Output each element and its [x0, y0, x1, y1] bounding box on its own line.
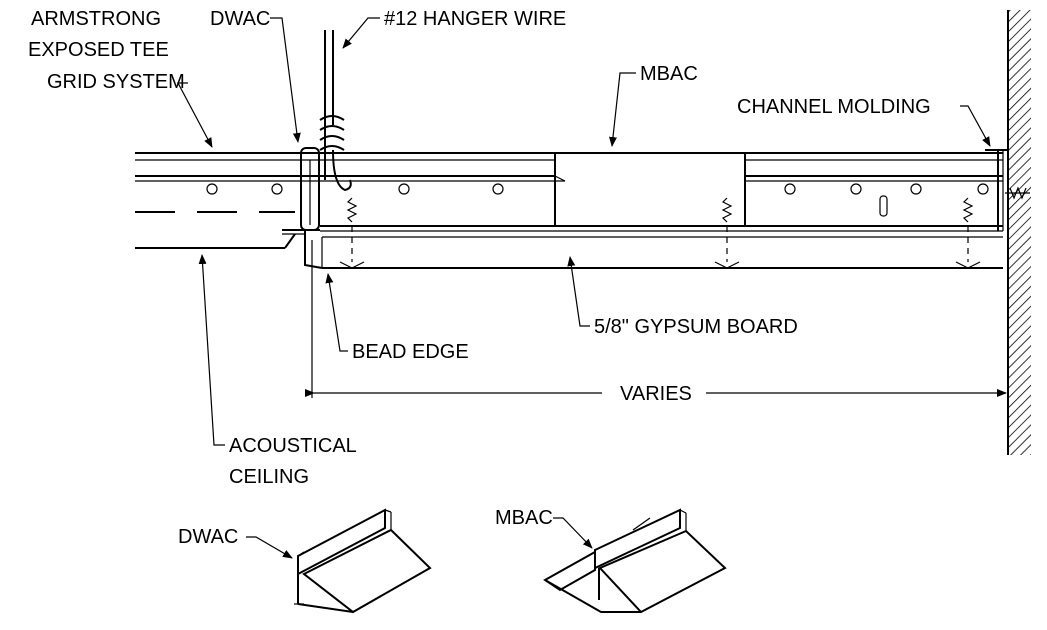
main-tee-grid — [135, 152, 1003, 232]
label-hanger-wire: #12 HANGER WIRE — [384, 8, 566, 30]
channel-molding — [985, 149, 1030, 231]
dwac-member — [282, 147, 323, 269]
leader-lines — [177, 17, 991, 446]
gypsum-board — [321, 236, 1003, 269]
label-acoustical-line1: ACOUSTICAL — [229, 435, 357, 457]
label-acoustical-line2: CEILING — [229, 466, 309, 488]
label-detail-dwac: DWAC — [178, 526, 238, 548]
wall — [1007, 10, 1031, 455]
label-mbac: MBAC — [640, 63, 698, 85]
dwac-isometric-detail — [246, 508, 432, 614]
label-varies: VARIES — [620, 383, 692, 405]
hanger-wire — [319, 30, 352, 192]
grid-holes — [206, 183, 989, 217]
varies-dimension — [305, 240, 1007, 398]
label-dwac: DWAC — [210, 8, 270, 30]
screws — [339, 197, 981, 269]
label-detail-mbac: MBAC — [495, 507, 553, 529]
labels: ARMSTRONG EXPOSED TEE GRID SYSTEM DWAC #… — [28, 8, 931, 548]
acoustical-ceiling-tile — [135, 211, 296, 249]
mbac-isometric-detail — [543, 508, 727, 614]
label-channel-molding: CHANNEL MOLDING — [737, 96, 931, 118]
label-grid-line1: ARMSTRONG — [31, 8, 161, 30]
mbac-section — [554, 152, 746, 227]
label-grid-line3: GRID SYSTEM — [47, 71, 185, 93]
label-bead-edge: BEAD EDGE — [352, 341, 469, 363]
label-gypsum-board: 5/8" GYPSUM BOARD — [594, 316, 798, 338]
label-grid-line2: EXPOSED TEE — [28, 39, 169, 61]
